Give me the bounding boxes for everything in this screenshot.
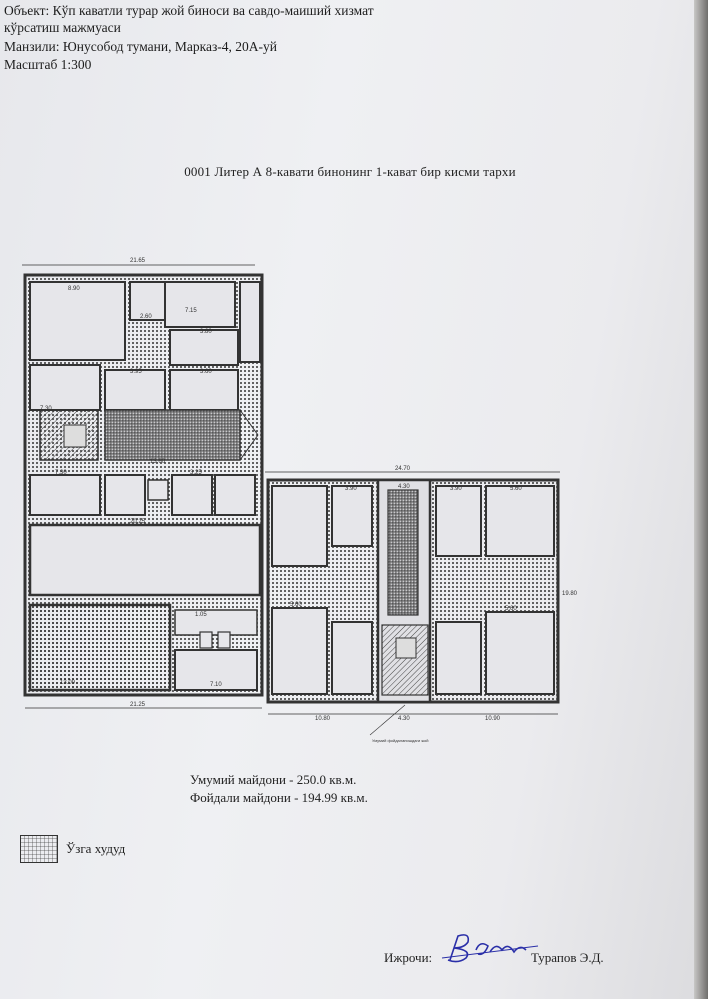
- dim-d3: 7.30: [40, 406, 52, 412]
- plan-title: 0001 Литер А 8-кавати бинонинг 1-кават б…: [184, 164, 516, 179]
- signature-name: Турапов Э.Д.: [531, 950, 604, 965]
- dim-right-top: 24.70: [395, 466, 411, 472]
- dim-d10: 1.05: [195, 612, 207, 618]
- page-edge: [694, 0, 708, 999]
- dim-r6: 5.60: [290, 602, 302, 608]
- dim-d1: 2.60: [140, 314, 152, 320]
- dim-d9: 20.25: [130, 519, 146, 525]
- dim-r7: 5.60: [505, 606, 517, 612]
- dim-d11: 13.09: [60, 680, 76, 686]
- dim-room-w2: 7.15: [185, 308, 197, 314]
- dim-r1: 3.90: [345, 486, 357, 492]
- total-area: Умумий майдони - 250.0 кв.м.: [190, 772, 357, 787]
- address-line: Манзили: Юнусобод тумани, Марказ-4, 20А-…: [4, 39, 278, 54]
- signature-label: Ижрочи:: [384, 950, 433, 965]
- dim-r4: 5.60: [510, 486, 522, 492]
- object-line-cont: кўрсатиш мажмуаси: [4, 20, 121, 35]
- dim-room-w1: 8.90: [68, 286, 80, 292]
- dim-rb1: 10.80: [315, 716, 331, 722]
- useful-area: Фойдали майдони - 194.99 кв.м.: [190, 790, 368, 805]
- dim-d7: 7.30: [55, 470, 67, 476]
- dim-r3: 3.90: [450, 486, 462, 492]
- dim-d12: 7.10: [210, 682, 222, 688]
- dim-d5: 3.95: [130, 369, 142, 375]
- scale-line: Масштаб 1:300: [4, 57, 92, 72]
- dim-left-top: 21.65: [130, 258, 146, 264]
- dim-r5: 19.80: [562, 591, 578, 597]
- dim-d2: 3.80: [200, 329, 212, 335]
- legend-hatch-swatch: [20, 835, 58, 863]
- dim-d6: 13.60: [150, 459, 166, 465]
- object-line: Объект: Кўп каватли турар жой биноси ва …: [4, 3, 374, 18]
- dim-d4: 3.60: [200, 369, 212, 375]
- dim-rb2: 4.30: [398, 716, 410, 722]
- dim-r2: 4.30: [398, 484, 410, 490]
- handwritten-signature: [441, 934, 539, 963]
- dim-d8: 3.25: [190, 470, 202, 476]
- legend-label: Ўзга худуд: [66, 841, 126, 856]
- dim-rb3: 10.90: [485, 716, 501, 722]
- plan-note: Умумий фойдаланишдаги жой: [372, 738, 428, 743]
- dim-left-bottom: 21.25: [130, 702, 146, 708]
- floor-plan: 21.65 8.90 7.15 2.60 3.80 7.30 3.60 3.95…: [22, 258, 578, 743]
